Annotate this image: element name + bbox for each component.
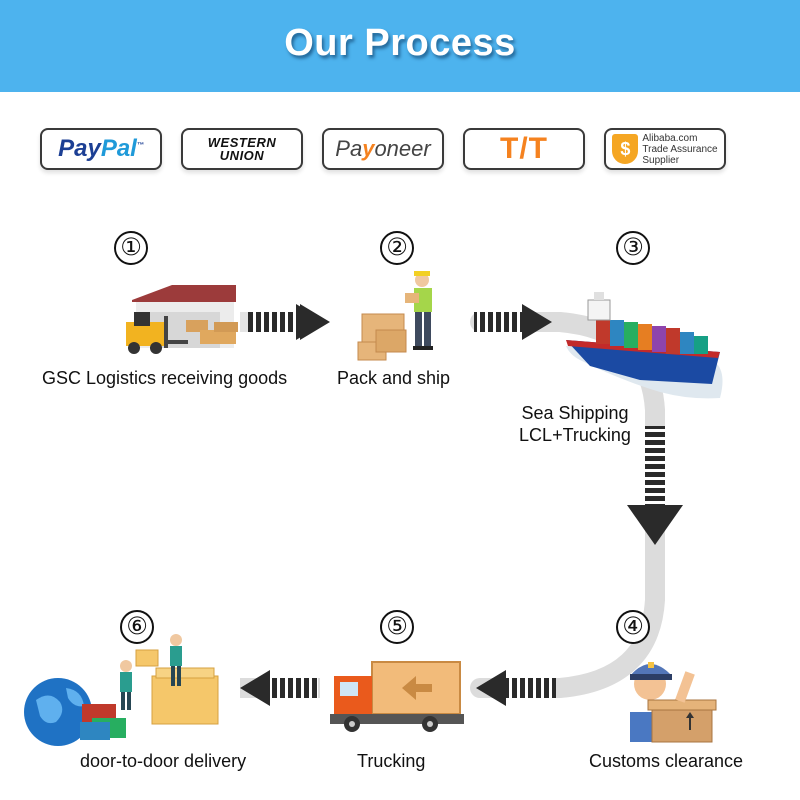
- step-number-1: ①: [114, 231, 148, 265]
- shield-icon: $: [612, 134, 639, 164]
- payoneer-logo: Payoneer: [335, 136, 431, 161]
- step-number-6: ⑥: [120, 610, 154, 644]
- step-label-door-delivery: door-to-door delivery: [80, 751, 247, 771]
- step-label-trucking: Trucking: [357, 751, 426, 771]
- step-label-customs: Customs clearance: [589, 751, 744, 771]
- western-union-badge: WESTERN UNION: [181, 128, 303, 170]
- arrow-left-icon: [476, 670, 556, 706]
- page-title: Our Process: [284, 22, 516, 64]
- tt-badge: T/T: [463, 128, 585, 170]
- arrow-right-icon: [248, 304, 330, 340]
- step-number-4: ④: [616, 610, 650, 644]
- warehouse-forklift-icon: [126, 285, 238, 354]
- customs-officer-icon: [630, 662, 717, 743]
- step-number-3: ③: [616, 231, 650, 265]
- arrow-down-icon: [627, 426, 683, 545]
- step-label-pack-ship: Pack and ship: [337, 368, 451, 388]
- cargo-ship-icon: [566, 292, 723, 399]
- header-bar: Our Process: [0, 0, 800, 92]
- arrow-right-icon: [474, 304, 552, 340]
- step-number-5: ⑤: [380, 610, 414, 644]
- paypal-badge: PayPal™: [40, 128, 162, 170]
- step-label-sea-shipping: Sea Shipping LCL+Trucking: [519, 403, 631, 445]
- arrow-left-icon: [240, 670, 318, 706]
- alibaba-logo: $ Alibaba.com Trade Assurance Supplier: [612, 133, 718, 166]
- step-number-2: ②: [380, 231, 414, 265]
- tt-logo: T/T: [500, 132, 548, 165]
- alibaba-badge: $ Alibaba.com Trade Assurance Supplier: [604, 128, 726, 170]
- globe-delivery-icon: [24, 634, 219, 746]
- worker-boxes-icon: [357, 271, 433, 361]
- payoneer-badge: Payoneer: [322, 128, 444, 170]
- delivery-truck-icon: [330, 661, 464, 732]
- step-label-receiving: GSC Logistics receiving goods: [42, 368, 288, 388]
- paypal-logo: PayPal™: [58, 135, 144, 162]
- western-union-logo: WESTERN UNION: [207, 135, 277, 163]
